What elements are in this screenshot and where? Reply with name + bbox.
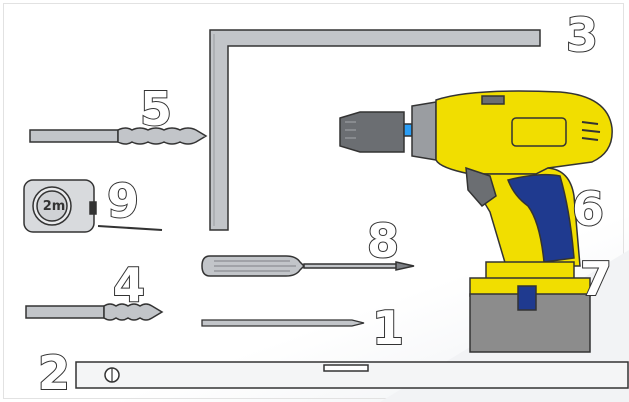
frame-border [3,3,624,399]
label-5: 5 [139,82,173,136]
label-4: 4 [112,258,146,312]
cordless-drill [339,90,613,267]
spirit-level [75,361,629,389]
screwdriver [201,255,415,277]
battery-pack [469,261,591,353]
label-2: 2 [37,346,71,400]
label-6: 6 [571,182,605,236]
label-9: 9 [106,174,140,228]
tape-measure-label: 2m [42,198,66,214]
drill-bit-medium [25,303,164,321]
label-7: 7 [579,252,613,306]
carpenter-square [209,29,541,231]
label-1: 1 [371,301,405,355]
label-8: 8 [366,214,400,268]
drill-bit-small [201,319,365,327]
drill-bit-large [29,127,208,145]
label-3: 3 [565,8,599,62]
tape-measure [23,179,163,233]
